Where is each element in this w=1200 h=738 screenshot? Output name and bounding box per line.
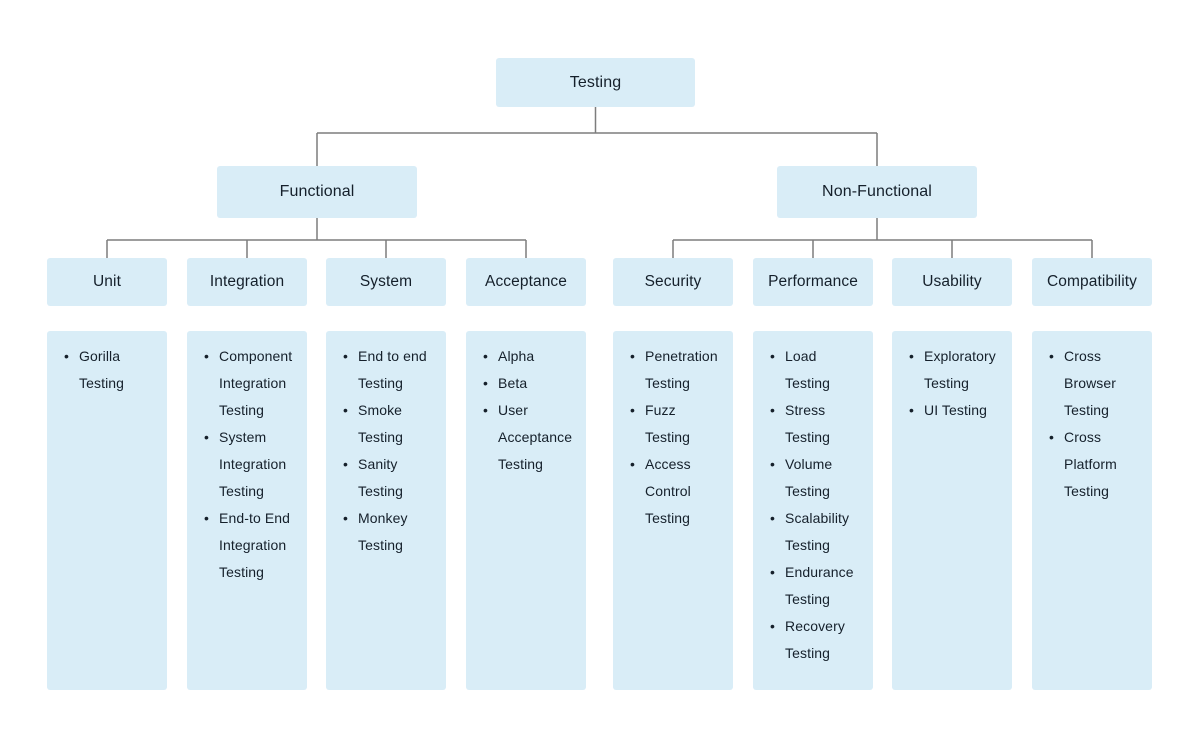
node-integration: Integration: [187, 258, 307, 306]
unit-test-list: Gorilla Testing: [47, 331, 167, 397]
list-item: End to end Testing: [343, 343, 430, 397]
acceptance-test-list: Alpha Beta User Acceptance Testing: [466, 331, 586, 478]
list-item: UI Testing: [909, 397, 996, 424]
panel-security: Penetration Testing Fuzz Testing Access …: [613, 331, 733, 690]
list-item: Endurance Testing: [770, 559, 857, 613]
list-item: Beta: [483, 370, 570, 397]
list-item: Smoke Testing: [343, 397, 430, 451]
system-test-list: End to end Testing Smoke Testing Sanity …: [326, 331, 446, 559]
list-item: Cross Browser Testing: [1049, 343, 1136, 424]
list-item: Recovery Testing: [770, 613, 857, 667]
list-item: User Acceptance Testing: [483, 397, 572, 478]
list-item: Gorilla Testing: [64, 343, 151, 397]
list-item: Monkey Testing: [343, 505, 430, 559]
node-system: System: [326, 258, 446, 306]
usability-test-list: Exploratory Testing UI Testing: [892, 331, 1012, 424]
list-item: Alpha: [483, 343, 570, 370]
node-usability: Usability: [892, 258, 1012, 306]
panel-acceptance: Alpha Beta User Acceptance Testing: [466, 331, 586, 690]
performance-test-list: Load Testing Stress Testing Volume Testi…: [753, 331, 873, 667]
node-functional: Functional: [217, 166, 417, 218]
list-item: System Integration Testing: [204, 424, 291, 505]
panel-unit: Gorilla Testing: [47, 331, 167, 690]
node-non-functional: Non-Functional: [777, 166, 977, 218]
node-unit: Unit: [47, 258, 167, 306]
panel-compatibility: Cross Browser Testing Cross Platform Tes…: [1032, 331, 1152, 690]
panel-integration: Component Integration Testing System Int…: [187, 331, 307, 690]
security-test-list: Penetration Testing Fuzz Testing Access …: [613, 331, 733, 532]
list-item: Scalability Testing: [770, 505, 857, 559]
list-item: Access Control Testing: [630, 451, 717, 532]
panel-performance: Load Testing Stress Testing Volume Testi…: [753, 331, 873, 690]
list-item: Volume Testing: [770, 451, 857, 505]
list-item: Fuzz Testing: [630, 397, 717, 451]
list-item: Cross Platform Testing: [1049, 424, 1136, 505]
list-item: Load Testing: [770, 343, 857, 397]
node-security: Security: [613, 258, 733, 306]
panel-system: End to end Testing Smoke Testing Sanity …: [326, 331, 446, 690]
node-acceptance: Acceptance: [466, 258, 586, 306]
list-item: Stress Testing: [770, 397, 857, 451]
integration-test-list: Component Integration Testing System Int…: [187, 331, 307, 586]
panel-usability: Exploratory Testing UI Testing: [892, 331, 1012, 690]
list-item: Sanity Testing: [343, 451, 430, 505]
list-item: Exploratory Testing: [909, 343, 996, 397]
compatibility-test-list: Cross Browser Testing Cross Platform Tes…: [1032, 331, 1152, 505]
node-testing: Testing: [496, 58, 695, 107]
list-item: Penetration Testing: [630, 343, 718, 397]
list-item: Component Integration Testing: [204, 343, 292, 424]
node-compatibility: Compatibility: [1032, 258, 1152, 306]
list-item: End-to End Integration Testing: [204, 505, 291, 586]
node-performance: Performance: [753, 258, 873, 306]
